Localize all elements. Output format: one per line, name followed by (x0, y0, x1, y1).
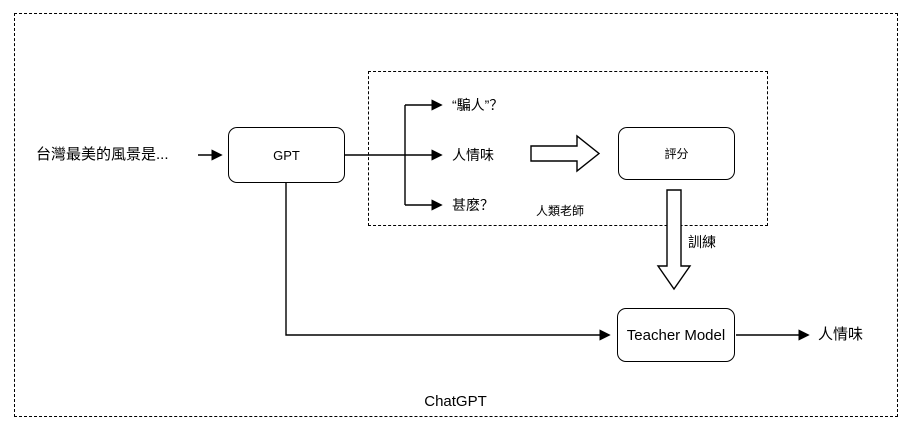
gpt-node-label: GPT (273, 147, 300, 163)
teacher-model-node: Teacher Model (617, 308, 735, 362)
arrow-gpt-to-teacher-model (285, 183, 611, 341)
teacher-model-label: Teacher Model (626, 326, 726, 344)
train-label: 訓練 (688, 234, 716, 250)
score-node: 評分 (618, 127, 735, 180)
gpt-node: GPT (228, 127, 345, 183)
gpt-output-option-2: 人情味 (452, 147, 494, 163)
block-arrow-to-score (530, 134, 601, 173)
gpt-output-option-3: 甚麽？ (452, 197, 494, 213)
human-teacher-frame (368, 71, 768, 226)
final-output-text: 人情味 (818, 326, 864, 343)
input-prompt-text: 台灣最美的風景是... (36, 146, 169, 163)
block-arrow-train (656, 189, 692, 291)
chatgpt-boundary-frame (14, 13, 898, 417)
chatgpt-caption: ChatGPT (424, 393, 487, 410)
score-node-label: 評分 (664, 147, 689, 161)
human-teacher-label: 人類老師 (536, 204, 585, 218)
gpt-output-option-1: “騙人”？ (452, 97, 504, 113)
